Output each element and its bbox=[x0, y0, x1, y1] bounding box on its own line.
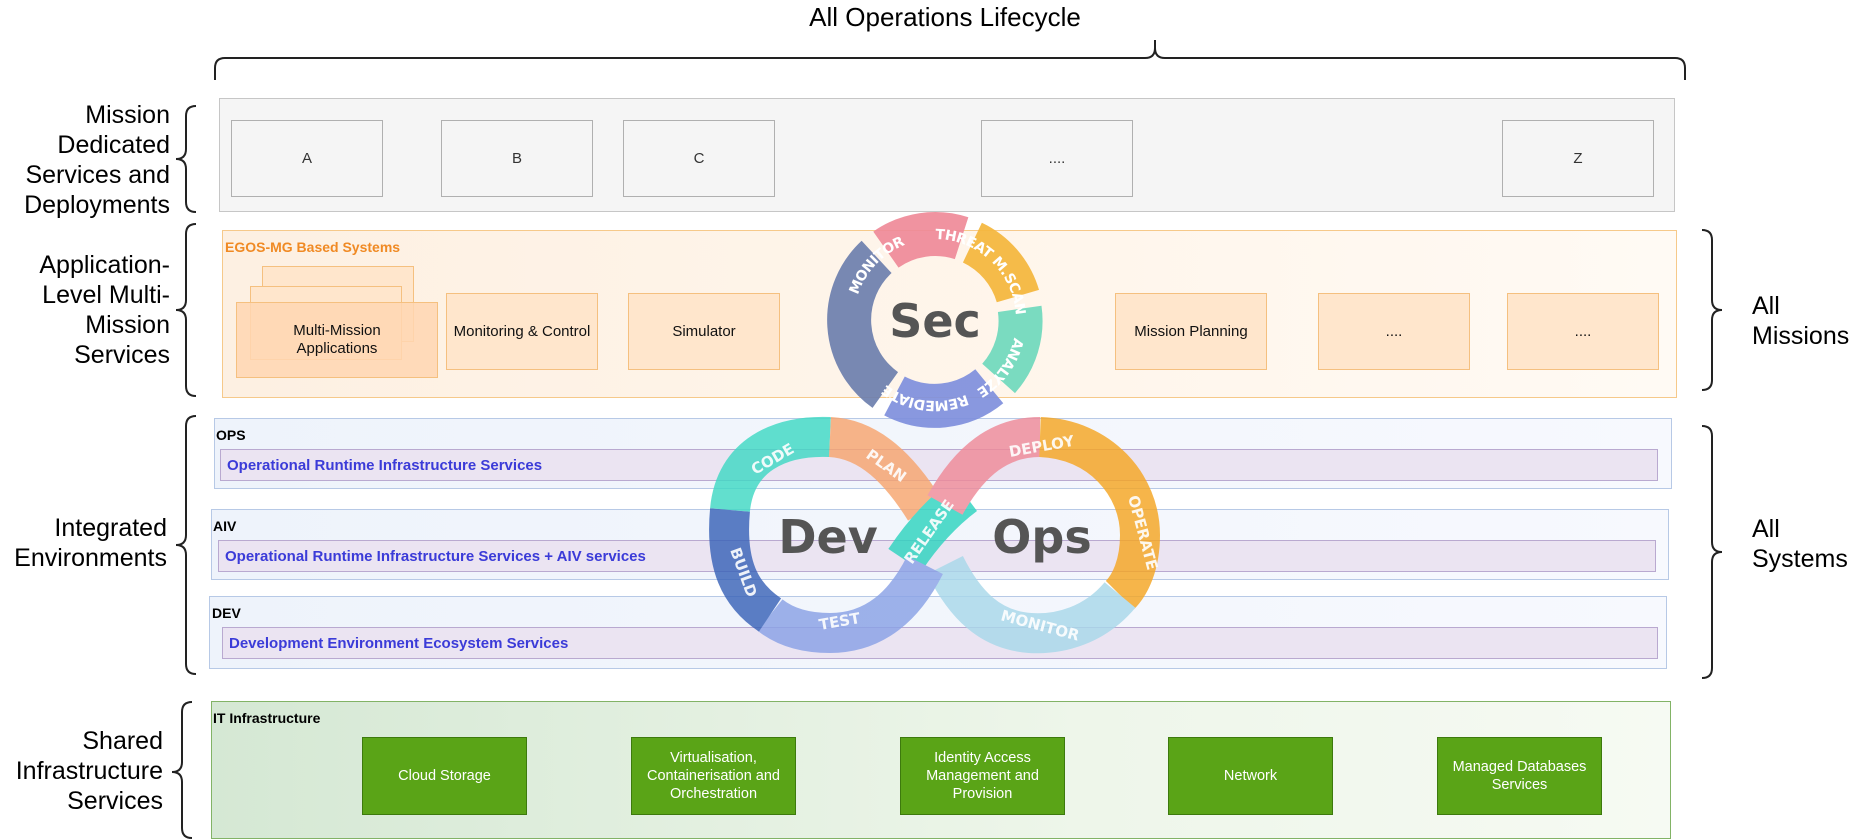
mission-box-c[interactable]: C bbox=[623, 120, 775, 197]
egos-title: EGOS-MG Based Systems bbox=[225, 239, 401, 255]
left-brace-mission bbox=[175, 105, 197, 213]
lifecycle-brace bbox=[214, 40, 1686, 80]
label-all-systems: All Systems bbox=[1752, 514, 1848, 574]
mission-box-a[interactable]: A bbox=[231, 120, 383, 197]
dev-service-bar[interactable]: Development Environment Ecosystem Servic… bbox=[222, 627, 1658, 659]
label-line: Application- bbox=[39, 251, 170, 279]
label-line: Missions bbox=[1752, 322, 1850, 350]
label-app-level: Application- Level Multi- Mission Servic… bbox=[0, 250, 170, 370]
simulator-box[interactable]: Simulator bbox=[628, 293, 780, 370]
mission-box-b[interactable]: B bbox=[441, 120, 593, 197]
network-box[interactable]: Network bbox=[1168, 737, 1333, 815]
label-integrated: Integrated Environments bbox=[0, 513, 167, 573]
label-line: All bbox=[1752, 292, 1780, 320]
app-box-more-1[interactable]: .... bbox=[1318, 293, 1470, 370]
mission-dedicated-layer bbox=[219, 98, 1675, 212]
label-line: Mission bbox=[85, 101, 170, 129]
left-brace-shared bbox=[171, 701, 193, 839]
label-line: Infrastructure bbox=[15, 757, 163, 785]
label-line: Mission bbox=[85, 311, 170, 339]
right-brace-systems bbox=[1701, 425, 1723, 679]
cloud-storage-box[interactable]: Cloud Storage bbox=[362, 737, 527, 815]
label-line: Level Multi- bbox=[42, 281, 170, 309]
lifecycle-title: All Operations Lifecycle bbox=[809, 2, 1081, 32]
managed-databases-box[interactable]: Managed Databases Services bbox=[1437, 737, 1602, 815]
infra-title: IT Infrastructure bbox=[213, 710, 321, 726]
label-line: Shared bbox=[82, 727, 163, 755]
app-box-more-2[interactable]: .... bbox=[1507, 293, 1659, 370]
label-line: Services and bbox=[25, 161, 170, 189]
aiv-service-bar[interactable]: Operational Runtime Infrastructure Servi… bbox=[218, 540, 1656, 572]
left-brace-integrated bbox=[175, 415, 197, 675]
label-line: Services bbox=[67, 787, 163, 815]
label-line: Deployments bbox=[24, 191, 170, 219]
left-brace-app bbox=[175, 223, 197, 397]
virtualisation-box[interactable]: Virtualisation, Containerisation and Orc… bbox=[631, 737, 796, 815]
mission-box-more[interactable]: .... bbox=[981, 120, 1133, 197]
label-line: All bbox=[1752, 515, 1780, 543]
mission-box-z[interactable]: Z bbox=[1502, 120, 1654, 197]
label-line: Integrated bbox=[54, 514, 167, 542]
monitoring-control-box[interactable]: Monitoring & Control bbox=[446, 293, 598, 370]
identity-access-box[interactable]: Identity Access Management and Provision bbox=[900, 737, 1065, 815]
label-shared: Shared Infrastructure Services bbox=[0, 726, 163, 816]
label-all-missions: All Missions bbox=[1752, 291, 1849, 351]
dev-title: DEV bbox=[212, 605, 241, 621]
ops-service-bar[interactable]: Operational Runtime Infrastructure Servi… bbox=[220, 449, 1658, 481]
ops-title: OPS bbox=[216, 427, 246, 443]
label-line: Systems bbox=[1752, 545, 1848, 573]
label-line: Dedicated bbox=[57, 131, 170, 159]
label-line: Environments bbox=[14, 544, 167, 572]
right-brace-missions bbox=[1701, 229, 1723, 391]
mission-planning-box[interactable]: Mission Planning bbox=[1115, 293, 1267, 370]
aiv-title: AIV bbox=[213, 518, 237, 534]
multi-mission-applications[interactable]: Multi-Mission Applications bbox=[236, 302, 438, 378]
label-mission-dedicated: Mission Dedicated Services and Deploymen… bbox=[0, 100, 170, 220]
label-line: Services bbox=[74, 341, 170, 369]
